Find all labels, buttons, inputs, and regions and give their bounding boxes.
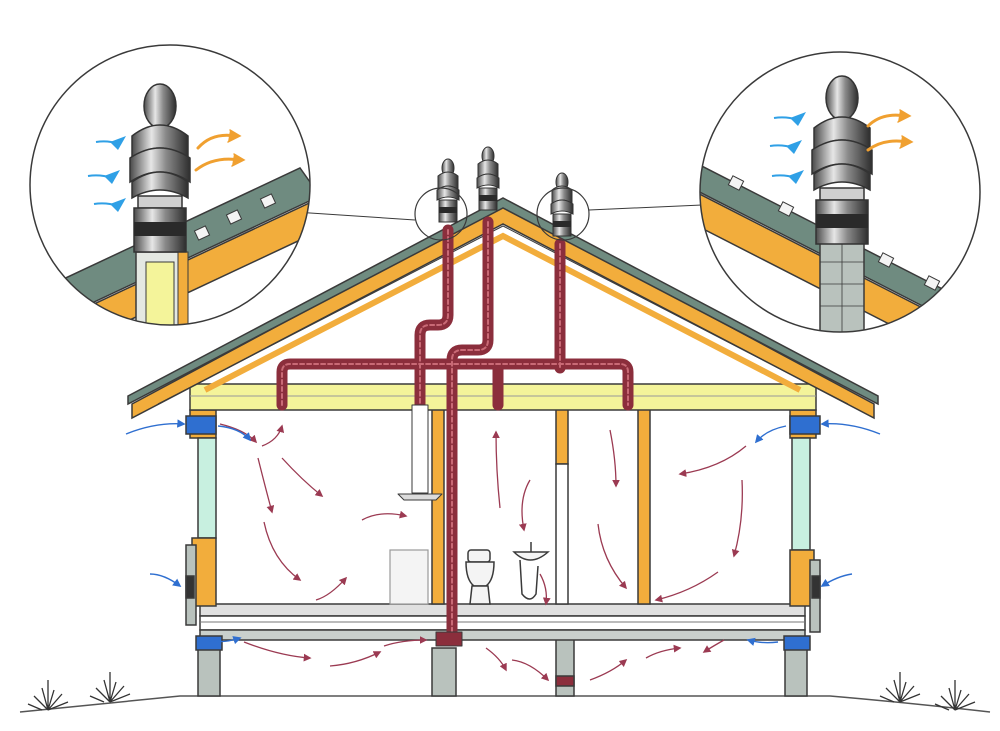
leader-line-right [588, 204, 703, 211]
grass-tuft-icon [27, 679, 69, 711]
turbine-ventilator-icon [436, 158, 460, 223]
ground-line [19, 695, 991, 713]
grass-tuft-icon [89, 671, 131, 703]
left-wall [185, 409, 217, 626]
roof [127, 197, 879, 420]
grass-tuft-icon [934, 679, 976, 711]
cold-air-arrows [87, 136, 126, 212]
detail-ring-left-outline [414, 187, 468, 241]
warm-air-arrows [866, 109, 914, 152]
toilet-icon [465, 549, 495, 605]
foundation-posts [197, 627, 808, 697]
cold-air-arrows [769, 112, 806, 184]
detail-callout-left [29, 44, 311, 326]
floor-structure [195, 603, 811, 651]
detail-ring-right-outline [536, 187, 590, 241]
turbine-ventilator-icon [476, 146, 500, 211]
grass-tuft-icon [879, 671, 921, 703]
appliance-box [389, 549, 429, 605]
right-wall [789, 409, 821, 633]
washbasin-icon [512, 542, 550, 600]
ventilation-ducts [276, 216, 634, 647]
interior-walls [431, 407, 651, 605]
warm-air-arrows [194, 129, 246, 172]
leader-line-left [294, 211, 416, 221]
turbine-ventilator-icon [550, 172, 574, 237]
indoor-airflow-arrows [219, 423, 747, 682]
detail-callout-right [699, 51, 981, 333]
outdoor-air-inlet-arrows [125, 419, 881, 646]
